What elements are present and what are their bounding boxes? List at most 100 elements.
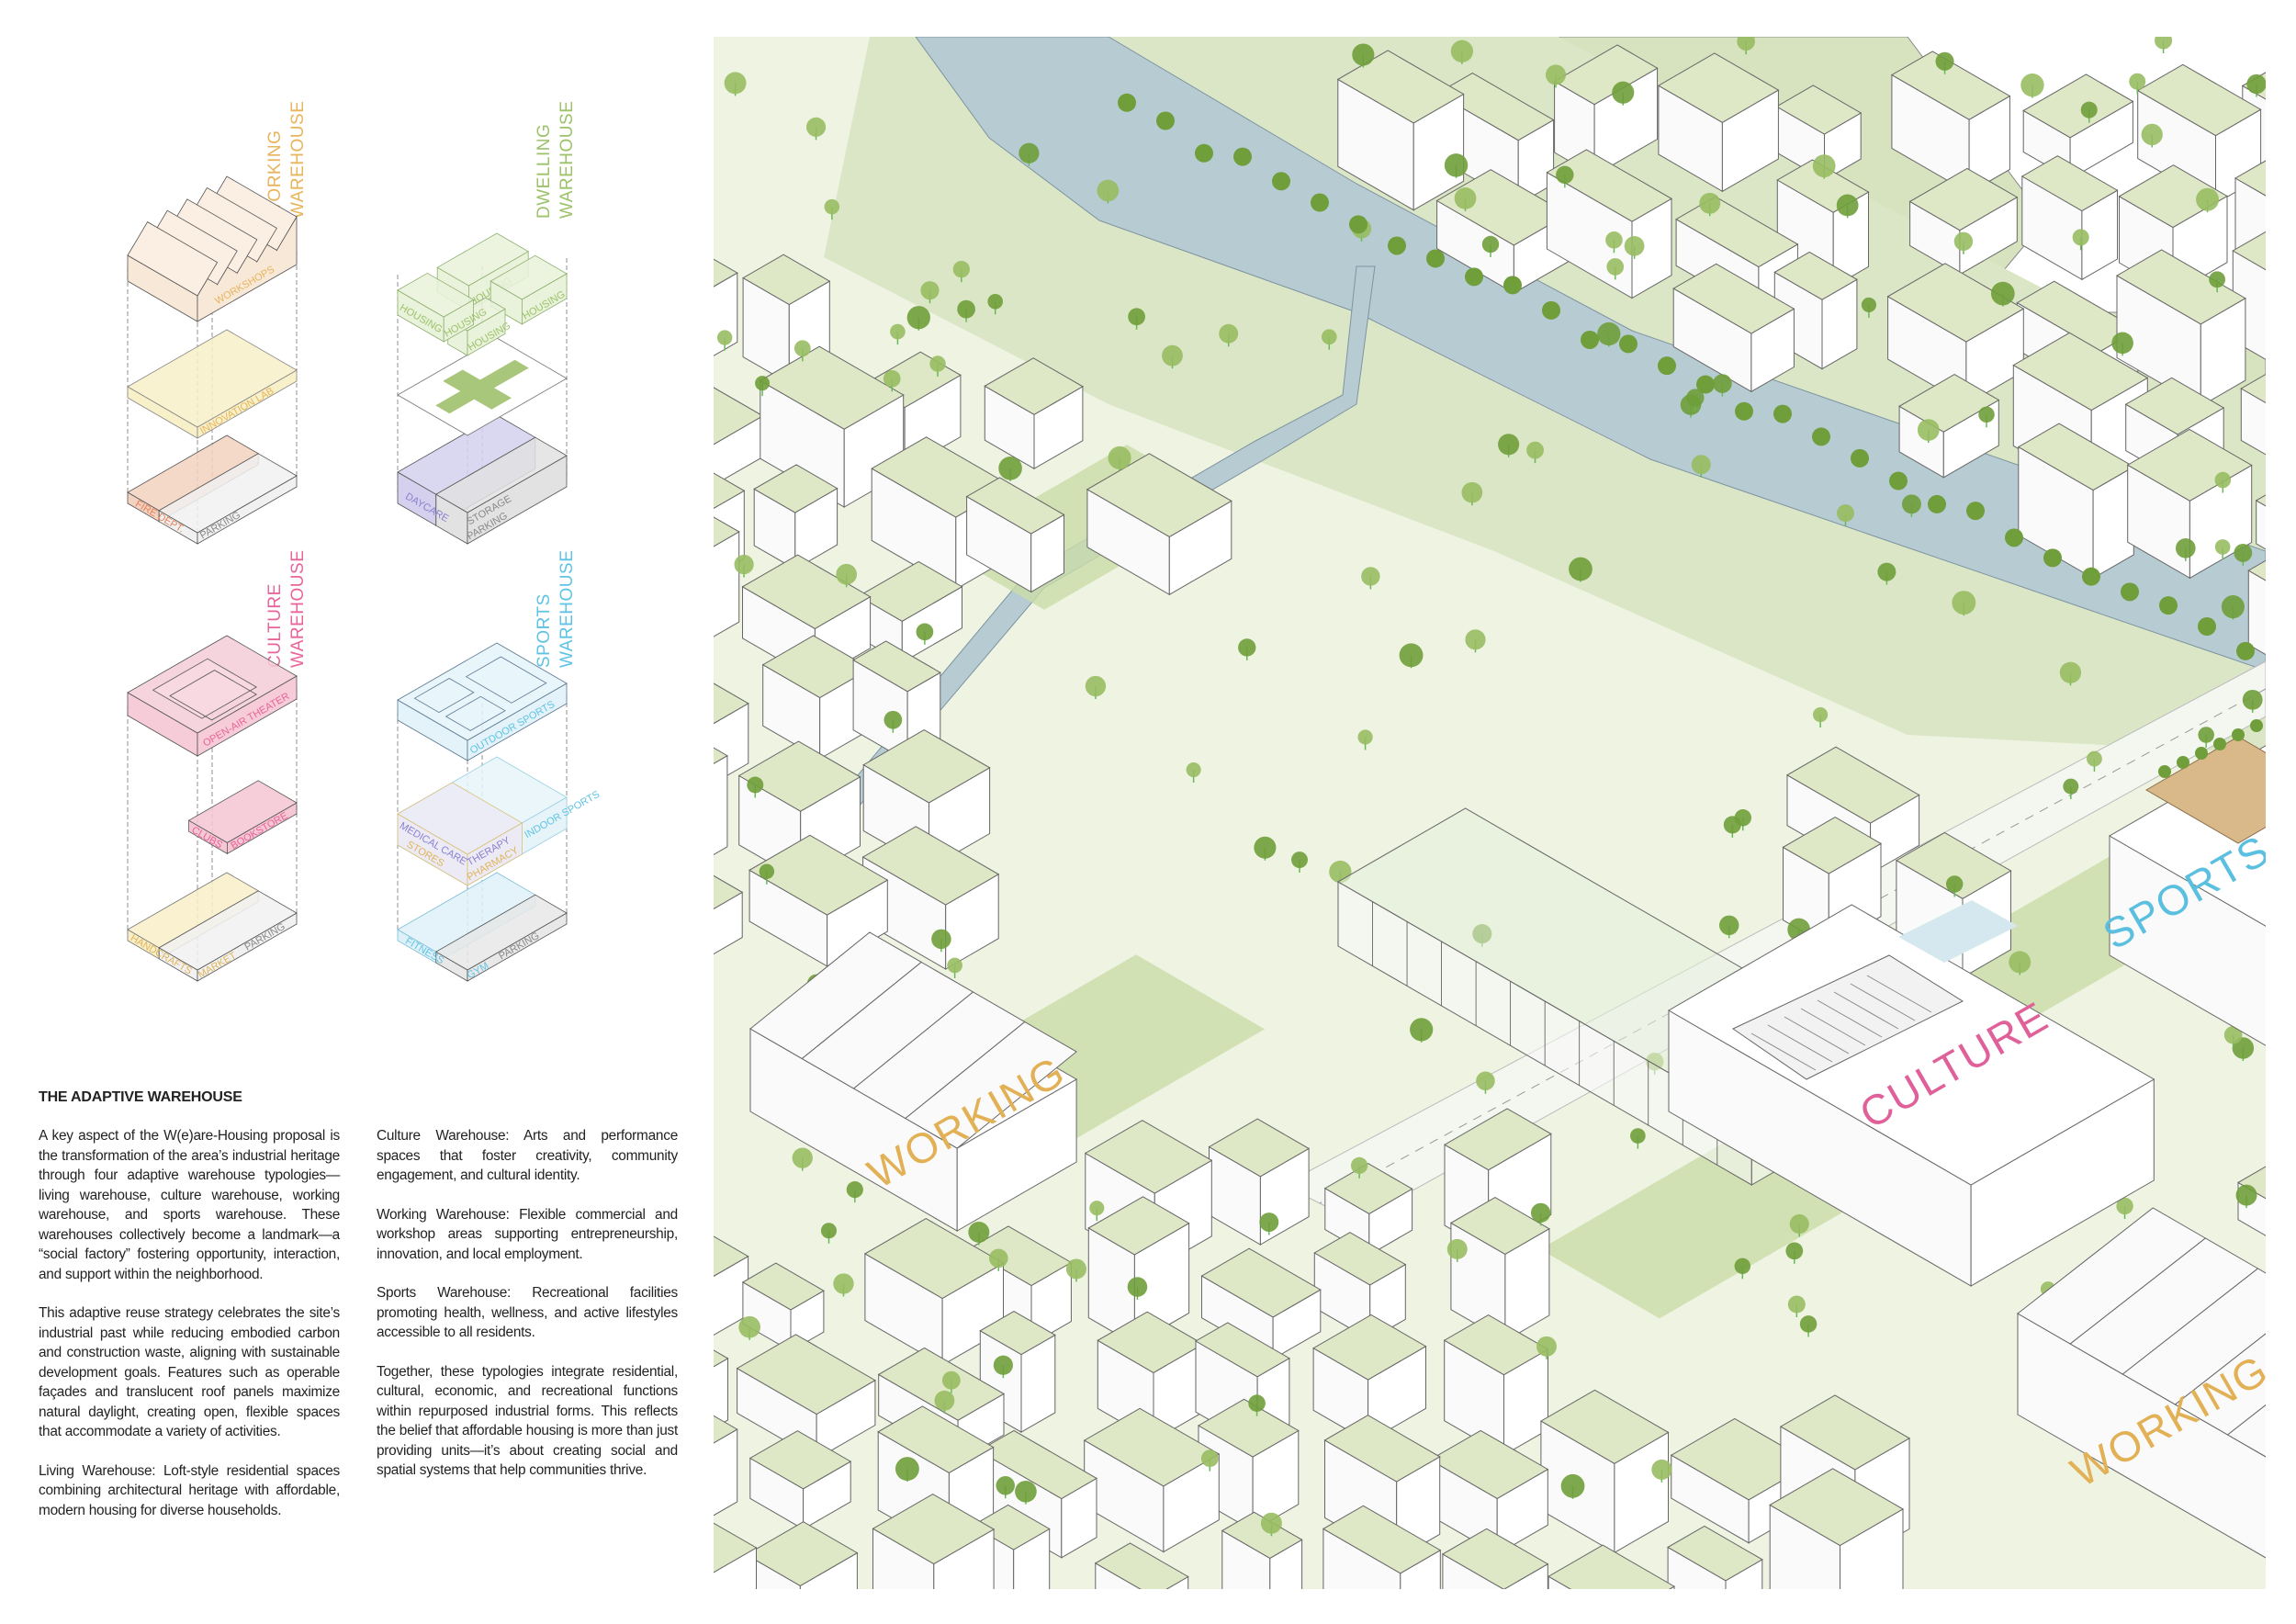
tree-icon [1410, 1018, 1434, 1042]
seating-row [1833, 991, 1899, 1030]
tree-icon [998, 457, 1022, 480]
paragraph: Culture Warehouse: Arts and performance … [377, 1128, 678, 1183]
building-roof [1890, 51, 2011, 120]
paragraph: Sports Warehouse: Recreational facilitie… [377, 1285, 678, 1340]
theater-stage [169, 670, 258, 721]
tree-icon [2235, 1184, 2257, 1206]
building-roof [1200, 1247, 1322, 1318]
tree-icon [1426, 249, 1445, 268]
building-roof [1313, 1232, 1407, 1286]
building-roof [1323, 1415, 1441, 1483]
building [977, 1429, 1097, 1559]
tree-icon [1606, 258, 1625, 276]
building-roof [753, 464, 838, 513]
tree-icon [1128, 308, 1146, 326]
tree-icon [996, 1476, 1015, 1495]
building-roof [979, 1311, 1056, 1356]
open-air-theater-pit [152, 658, 258, 719]
tree-icon [1658, 356, 1676, 376]
building-roof [877, 1405, 995, 1473]
tree-icon [2111, 332, 2133, 355]
culture-warehouse [1667, 904, 2155, 1287]
tree-icon [824, 198, 840, 215]
building-roof [861, 826, 1000, 906]
tree-icon [1254, 836, 1277, 859]
section-heading: THE ADAPTIVE WAREHOUSE [39, 1089, 242, 1105]
building-roof [1667, 904, 2155, 1186]
building-roof [1895, 831, 2012, 899]
medical-slab-top-face [397, 782, 523, 855]
building-roof [1094, 1542, 1189, 1589]
building-roof [1312, 1314, 1427, 1381]
tree-icon [2214, 539, 2231, 555]
tree-icon [884, 710, 903, 729]
building [745, 1521, 859, 1589]
building-roof [1435, 73, 1555, 141]
tree-icon [1696, 375, 1715, 394]
building-roof [2124, 377, 2225, 435]
building-roof [1667, 1525, 1763, 1582]
parking-block-top-face [158, 453, 298, 534]
building-roof [984, 357, 1084, 415]
tree-icon [1734, 1257, 1751, 1275]
building-roof [1769, 1468, 1904, 1547]
tree-icon [1089, 1201, 1105, 1216]
tree-icon [895, 1457, 919, 1482]
building [1657, 52, 1780, 193]
sports-court [445, 695, 506, 731]
tree-icon [2020, 73, 2044, 97]
tree-icon [2236, 641, 2255, 660]
tree-icon [1097, 179, 1120, 202]
tree-icon [2043, 548, 2062, 568]
building-roof [1208, 1118, 1311, 1178]
tree-icon [1446, 1238, 1468, 1259]
tree-icon [1789, 1213, 1809, 1235]
tree-icon [988, 1248, 1008, 1269]
building [1890, 51, 2011, 194]
tree-icon [1735, 401, 1753, 421]
building-roof [714, 1522, 758, 1573]
tree-icon [755, 376, 771, 391]
building-roof [1087, 1196, 1190, 1256]
tree-icon [968, 1221, 990, 1243]
sawtooth-roof [2226, 1404, 2266, 1458]
building [979, 1311, 1056, 1433]
building-roof [1198, 1398, 1300, 1458]
tree-icon [833, 1273, 854, 1294]
housing-block-top-face [436, 232, 530, 287]
tree-icon [1465, 267, 1483, 287]
building [714, 1522, 758, 1589]
seating-row [1866, 975, 1932, 1013]
tree-icon [1785, 1242, 1804, 1260]
building-roof [737, 740, 861, 812]
tree-icon [1861, 297, 1876, 312]
tree-icon [1787, 1295, 1806, 1314]
tree-icon [929, 355, 946, 372]
tree-icon [2063, 778, 2079, 795]
tree-icon [738, 1315, 761, 1338]
tree-icon [2223, 1025, 2243, 1044]
paragraph: Living Warehouse: Loft-style residential… [39, 1462, 340, 1518]
tree-icon [1836, 504, 1854, 523]
building-roof [2020, 155, 2119, 212]
building [2116, 249, 2246, 408]
tree-icon [2213, 738, 2226, 750]
tree-icon [1349, 215, 1367, 234]
building-roof [1773, 251, 1858, 300]
building-roof [857, 560, 963, 622]
tree-icon [1799, 1315, 1818, 1333]
housing-block-top-face [490, 254, 568, 300]
building [1083, 1407, 1221, 1553]
diagram-title-line: WAREHOUSE [557, 101, 577, 219]
building-roof [2234, 160, 2266, 197]
road-centerline [1319, 688, 2266, 1204]
tree-icon [2080, 101, 2098, 118]
tree-icon [1651, 1459, 1672, 1480]
sawtooth-roof [905, 1021, 1077, 1149]
building-roof [977, 1429, 1097, 1500]
tree-icon [1291, 851, 1308, 869]
sawtooth-roof [2122, 1268, 2266, 1405]
tree-icon [759, 863, 775, 880]
